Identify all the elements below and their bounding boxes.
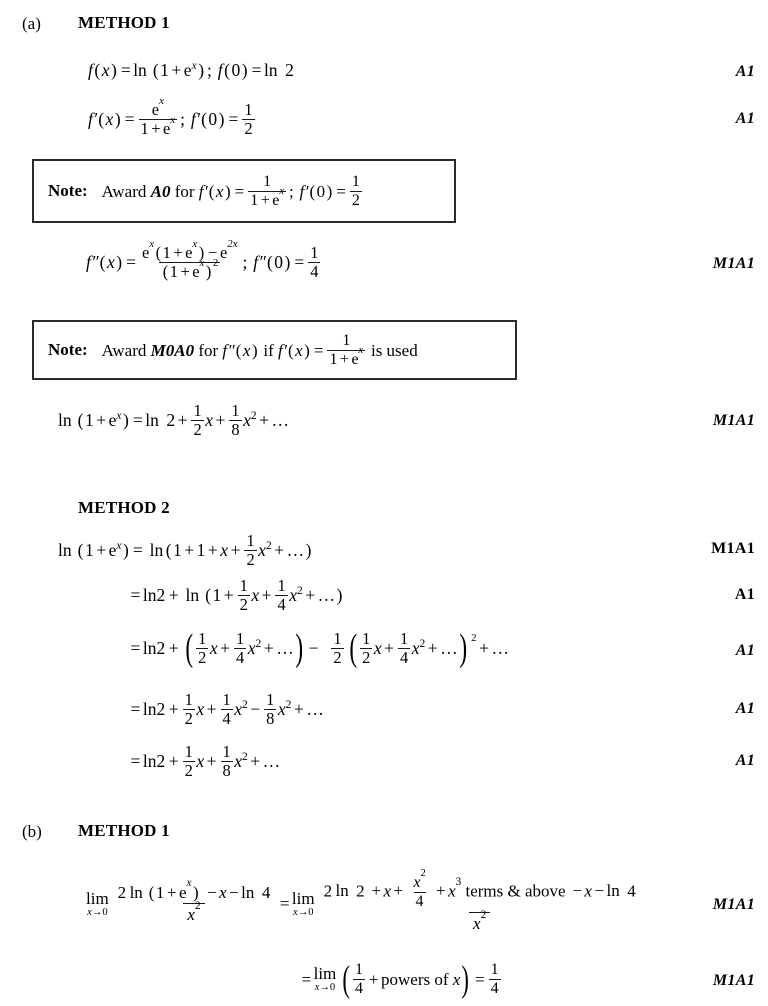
mark-code-m2-l2: A1 <box>734 586 755 603</box>
mark-code-a-l4: M1A1 <box>712 412 755 429</box>
note-2-label: Note: <box>48 340 88 359</box>
mark-code-m2-l4: A1 <box>735 700 755 717</box>
equation-b-l1: lim x→0 2 ln (1+ex) −x−ln 4 x2 = lim x→0… <box>86 868 636 933</box>
mark-code-b-l1: M1A1 <box>712 896 755 913</box>
mark-code-b-l2: M1A1 <box>712 972 755 989</box>
part-a-method-1-heading-text: METHOD 1 <box>78 13 170 32</box>
mark-code-m2-l1: M1A1 <box>711 540 755 557</box>
mark-code-a-l2: A1 <box>735 110 755 127</box>
part-b-method-1-heading-text: METHOD 1 <box>78 821 170 840</box>
part-b-label-text: (b) <box>22 822 42 841</box>
mark-code-m2-l5: A1 <box>735 752 755 769</box>
equation-f-prime-of-x: f′(x) = ex 1+ex ; f′(0) = 1 2 <box>88 94 255 139</box>
note-2-body: Award M0A0 for f″(x) if f′(x) = 1 1+ex i… <box>101 331 418 368</box>
part-a-label: (a) <box>22 14 41 34</box>
mark-code-m2-l3: A1 <box>735 642 755 659</box>
note-1-label: Note: <box>48 181 88 200</box>
mark-code-a-l1: A1 <box>735 63 755 80</box>
mark-code-a-l3: M1A1 <box>712 255 755 272</box>
part-a-method-1-heading: METHOD 1 <box>78 13 170 33</box>
equation-f-double-prime: f″(x) = ex(1+ex)−e2x (1+ex)2 ; f″(0) = 1… <box>86 237 321 282</box>
part-b-label: (b) <box>22 822 42 842</box>
part-a-method-2-heading: METHOD 2 <box>78 498 170 518</box>
part-a-label-text: (a) <box>22 14 41 33</box>
part-b-method-1-heading: METHOD 1 <box>78 821 170 841</box>
note-box-2: Note: Award M0A0 for f″(x) if f′(x) = 1 … <box>32 320 517 380</box>
part-a-method-2-heading-text: METHOD 2 <box>78 498 170 517</box>
note-box-1: Note: Award A0 for f′(x) = 1 1+ex ; f′(0… <box>32 159 456 223</box>
note-1-body: Award A0 for f′(x) = 1 1+ex ; f′(0) = 1 … <box>101 172 362 209</box>
